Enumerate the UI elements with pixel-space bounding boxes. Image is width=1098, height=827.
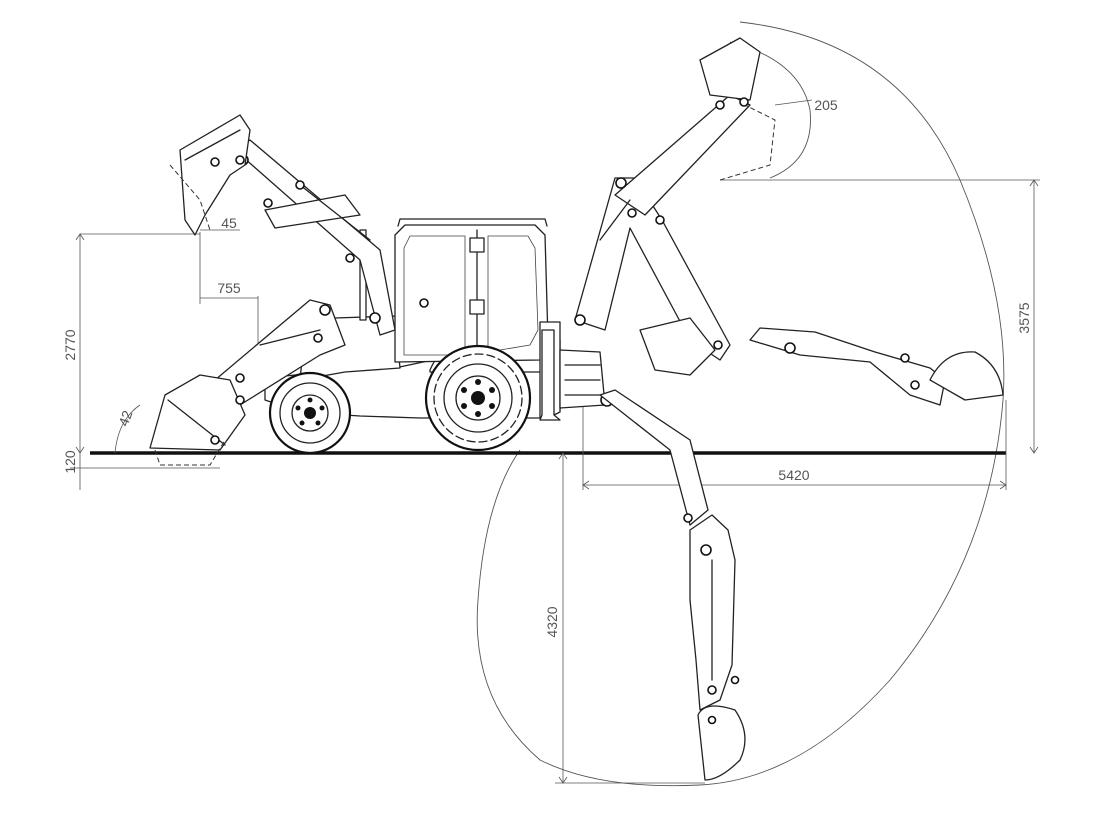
dim-755-label: 755 <box>217 280 241 296</box>
bucket-rotation-arc <box>729 41 811 179</box>
cab-window-rear <box>487 235 539 353</box>
dim-3575-label: 3575 <box>1016 302 1032 333</box>
dimension-labels: 2770 120 755 45 42 205 3575 5420 4320 <box>62 97 1032 638</box>
dim-2770-label: 2770 <box>62 329 78 360</box>
dim-120-label: 120 <box>62 450 78 474</box>
stabilizer-leg <box>539 329 561 421</box>
loader-bucket-raised <box>169 114 251 236</box>
loader-bucket-lowered <box>149 374 246 466</box>
dim-4320-label: 4320 <box>544 606 560 637</box>
front-wheel <box>268 371 352 455</box>
dim-42-label: 42 <box>115 408 135 428</box>
rear-wheel <box>424 344 532 452</box>
backhoe-boom-lowered <box>599 389 709 526</box>
dim-205-label: 205 <box>814 97 838 113</box>
backhoe-bucket-raised <box>699 37 776 181</box>
dim-5420-label: 5420 <box>778 467 809 483</box>
backhoe-bucket-horizontal <box>929 351 1004 401</box>
swing-frame <box>559 349 606 409</box>
backhoe-boom-raised <box>574 94 751 361</box>
dim-45-label: 45 <box>221 215 237 231</box>
backhoe-dipper-lowered <box>689 514 740 711</box>
backhoe-bucket-lowered-mid <box>639 317 723 376</box>
backhoe-bucket-deep <box>697 705 746 781</box>
backhoe-arm-horizontal <box>749 327 946 406</box>
dimension-lines <box>70 99 1040 784</box>
cab-roof <box>397 218 548 227</box>
